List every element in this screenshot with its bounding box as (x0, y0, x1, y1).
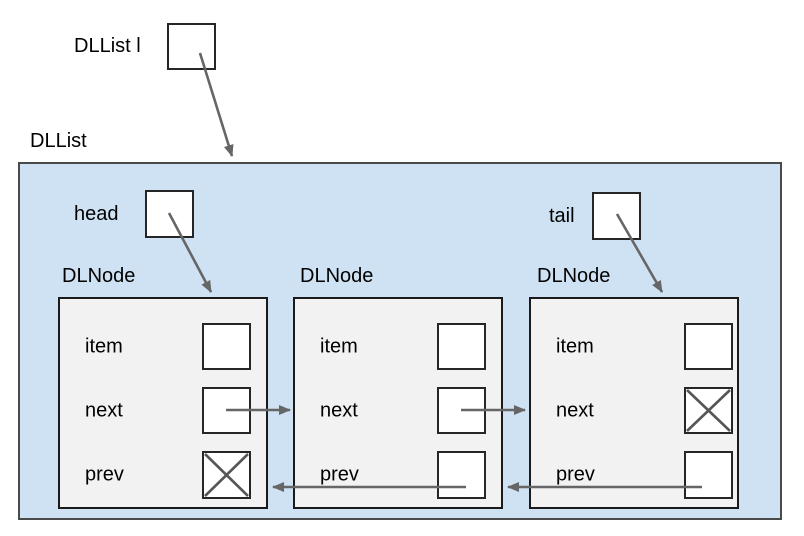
field-row-next: next (295, 387, 501, 434)
tail-label: tail (549, 205, 575, 227)
prev-pointer-box (437, 451, 486, 499)
field-row-prev: prev (531, 451, 737, 499)
prev-label: prev (320, 463, 359, 486)
head-label: head (74, 203, 119, 225)
dlnode-1-title: DLNode (62, 265, 136, 287)
dlnode-1: item next prev (58, 297, 268, 509)
dllist-class-label: DLList (30, 130, 87, 152)
next-label: next (85, 399, 123, 421)
dlnode-3: item next prev (529, 297, 739, 509)
dlnode-3-title: DLNode (537, 265, 611, 287)
item-label: item (85, 335, 123, 357)
next-pointer-box (437, 387, 486, 434)
head-pointer-box (145, 190, 194, 238)
next-pointer-box (202, 387, 251, 434)
item-label: item (556, 335, 594, 357)
item-box (202, 323, 251, 370)
item-label: item (320, 335, 358, 357)
field-row-item: item (60, 323, 266, 370)
prev-pointer-box (684, 451, 733, 499)
field-row-next: next (531, 387, 737, 434)
next-label: next (320, 399, 358, 421)
prev-label: prev (556, 463, 595, 486)
next-pointer-box (684, 387, 733, 434)
dlnode-2: item next prev (293, 297, 503, 509)
prev-pointer-box (202, 451, 251, 499)
field-row-prev: prev (60, 451, 266, 499)
null-x-icon (686, 389, 731, 432)
field-row-item: item (295, 323, 501, 370)
next-label: next (556, 399, 594, 421)
variable-pointer-box (167, 23, 216, 70)
field-row-prev: prev (295, 451, 501, 499)
tail-pointer-box (592, 192, 641, 240)
dlnode-2-title: DLNode (300, 265, 374, 287)
null-x-icon (204, 453, 249, 497)
variable-label: DLList l (74, 35, 141, 57)
item-box (684, 323, 733, 370)
item-box (437, 323, 486, 370)
prev-label: prev (85, 463, 124, 486)
field-row-item: item (531, 323, 737, 370)
field-row-next: next (60, 387, 266, 434)
